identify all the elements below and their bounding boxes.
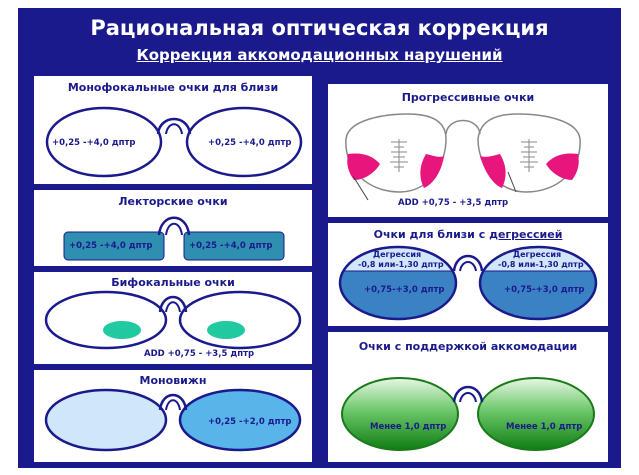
- monofocal-right-power: +0,25 -+4,0 дптр: [208, 138, 292, 148]
- panel-degression-title: Очки для близи с дегрессией: [328, 228, 608, 241]
- monovision-glasses-illustration: [44, 388, 302, 452]
- panel-monofocal-title: Монофокальные очки для близи: [67, 81, 279, 94]
- progressive-glasses-illustration: [345, 113, 581, 201]
- slide-background: Рациональная оптическая коррекция Коррек…: [18, 8, 621, 468]
- progressive-add-power: ADD +0,75 - +3,5 дптр: [398, 198, 509, 208]
- bifocal-add-power: ADD +0,75 - +3,5 дптр: [144, 349, 255, 359]
- slide-title: Рациональная оптическая коррекция: [90, 16, 549, 40]
- support-left-power: Менее 1,0 дптр: [370, 422, 447, 432]
- panel-monofocal: Монофокальные очки для близи +0,25 -+4,0…: [34, 76, 312, 184]
- panel-lecture: Лекторские очки +0,25 -+4,0 дптр +0,25 -…: [34, 190, 312, 266]
- panel-bifocal-title: Бифокальные очки: [111, 276, 235, 289]
- support-glasses-illustration: [341, 377, 595, 451]
- panel-support: Очки с поддержкой аккомодации Менее 1,0 …: [328, 332, 608, 462]
- panel-degression: Очки для близи с дегрессией Дегрессия -0: [328, 223, 608, 326]
- degression-title-underlined: дегрессией: [489, 228, 563, 241]
- monovision-right-power: +0,25 -+2,0 дптр: [208, 417, 292, 427]
- panel-progressive: Прогрессивные очки ADD +0,75 - +3,5 дптр: [328, 84, 608, 217]
- lecture-left-power: +0,25 -+4,0 дптр: [69, 241, 153, 251]
- degression-glasses-illustration: [338, 245, 598, 321]
- bifocal-glasses-illustration: [44, 290, 302, 350]
- monofocal-left-power: +0,25 -+4,0 дптр: [52, 138, 136, 148]
- degression-right-bottom: +0,75-+3,0 дптр: [504, 285, 585, 295]
- panel-monovision-title: Моновижн: [139, 374, 207, 387]
- degression-right-top-2: -0,8 или-1,30 дптр: [498, 260, 584, 269]
- panel-bifocal: Бифокальные очки ADD +0,75 - +3,5 дптр: [34, 272, 312, 364]
- degression-title-prefix: Очки для близи с: [373, 228, 490, 241]
- lecture-right-power: +0,25 -+4,0 дптр: [189, 241, 273, 251]
- degression-left-bottom: +0,75-+3,0 дптр: [364, 285, 445, 295]
- panel-support-title: Очки с поддержкой аккомодации: [358, 340, 578, 353]
- lecture-glasses-illustration: [63, 216, 285, 261]
- panel-monovision: Моновижн +0,25 -+2,0 дптр: [34, 370, 312, 462]
- degression-left-top-2: -0,8 или-1,30 дптр: [358, 260, 444, 269]
- slide-subtitle: Коррекция аккомодационных нарушений: [136, 46, 503, 64]
- panel-progressive-title: Прогрессивные очки: [401, 91, 535, 104]
- degression-left-top-1: Дегрессия: [373, 250, 422, 259]
- monofocal-glasses-illustration: [45, 106, 303, 178]
- panel-lecture-title: Лекторские очки: [118, 195, 228, 208]
- degression-right-top-1: Дегрессия: [513, 250, 562, 259]
- support-right-power: Менее 1,0 дптр: [506, 422, 583, 432]
